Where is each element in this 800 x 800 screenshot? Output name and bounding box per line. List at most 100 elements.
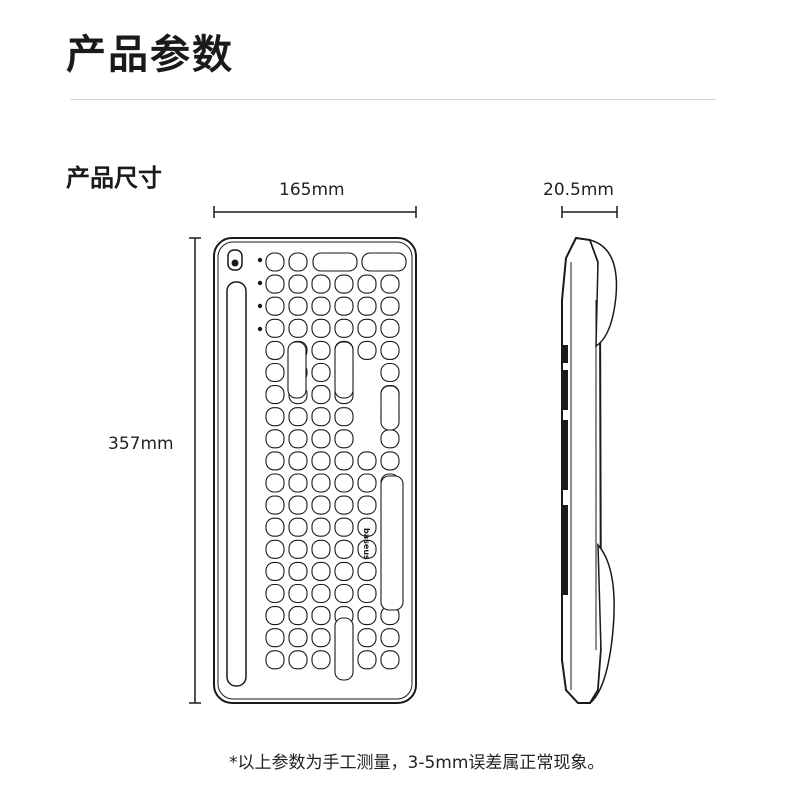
keycap bbox=[311, 296, 331, 316]
keycap bbox=[288, 495, 308, 515]
keycap bbox=[265, 340, 285, 360]
keycap bbox=[311, 385, 331, 405]
brand-logo: baseus bbox=[362, 528, 371, 560]
keycap bbox=[357, 340, 377, 360]
keycap bbox=[334, 495, 354, 515]
keycap bbox=[334, 407, 354, 427]
wide-keys bbox=[287, 252, 407, 681]
keycap bbox=[380, 628, 400, 648]
side-foot-4 bbox=[562, 505, 568, 595]
indicator-light bbox=[257, 303, 263, 309]
keycap bbox=[288, 252, 308, 272]
space-bar bbox=[380, 475, 404, 611]
keycap bbox=[334, 296, 354, 316]
keycap bbox=[380, 451, 400, 471]
keycap bbox=[334, 429, 354, 449]
section-title: 产品尺寸 bbox=[66, 164, 162, 192]
keycap bbox=[265, 628, 285, 648]
keycap bbox=[265, 252, 285, 272]
keycap bbox=[265, 296, 285, 316]
keycap bbox=[265, 583, 285, 604]
keycap bbox=[288, 650, 308, 670]
keycap bbox=[311, 517, 331, 537]
keycap bbox=[357, 561, 377, 581]
keycap bbox=[334, 473, 354, 493]
keycap bbox=[265, 517, 285, 537]
width-dimension-line bbox=[213, 206, 417, 218]
keycap bbox=[357, 539, 377, 559]
keycap bbox=[357, 451, 377, 471]
keycap bbox=[334, 539, 354, 559]
keycap bbox=[357, 606, 377, 626]
keycap bbox=[311, 451, 331, 471]
keycap bbox=[265, 407, 285, 427]
keycap bbox=[311, 318, 331, 338]
width-dimension-label: 165mm bbox=[279, 180, 345, 200]
keycap bbox=[288, 539, 308, 559]
keycap bbox=[357, 473, 377, 493]
page-title: 产品参数 bbox=[66, 32, 234, 78]
indicator-light bbox=[257, 280, 263, 286]
keyboard-front-view: baseus bbox=[213, 237, 417, 704]
keycap bbox=[288, 296, 308, 316]
keycap bbox=[288, 517, 308, 537]
ctrl-key bbox=[380, 385, 400, 431]
indicator-light bbox=[257, 257, 263, 263]
indicator-lights bbox=[257, 257, 263, 332]
keycap bbox=[265, 274, 285, 294]
indicator-light bbox=[257, 326, 263, 332]
keycap bbox=[334, 451, 354, 471]
wide-key-top-2 bbox=[361, 252, 407, 272]
keycap bbox=[380, 274, 400, 294]
height-dimension-line bbox=[189, 237, 201, 704]
keycap bbox=[334, 517, 354, 537]
keycap bbox=[334, 274, 354, 294]
side-foot-1 bbox=[562, 345, 568, 363]
keycap bbox=[357, 318, 377, 338]
keycap bbox=[334, 561, 354, 581]
keycap bbox=[288, 429, 308, 449]
keycap bbox=[357, 274, 377, 294]
keycap bbox=[288, 473, 308, 493]
keycap bbox=[357, 495, 377, 515]
keycap bbox=[380, 340, 400, 360]
keycap bbox=[265, 539, 285, 559]
depth-dimension-line bbox=[561, 206, 618, 218]
keycap bbox=[265, 561, 285, 581]
keycap bbox=[311, 539, 331, 559]
wide-key-top-1 bbox=[312, 252, 358, 272]
keycap bbox=[288, 561, 308, 581]
side-bottom-bump bbox=[589, 542, 615, 704]
keycap bbox=[265, 362, 285, 383]
keycap bbox=[380, 362, 400, 383]
keycap bbox=[265, 606, 285, 626]
keyboard-inner-frame bbox=[217, 241, 413, 700]
keycap bbox=[311, 583, 331, 604]
keycap bbox=[357, 650, 377, 670]
keycap bbox=[288, 451, 308, 471]
keycap bbox=[288, 407, 308, 427]
keycap bbox=[334, 583, 354, 604]
keycap bbox=[311, 429, 331, 449]
keycap bbox=[311, 362, 331, 383]
keycap bbox=[311, 495, 331, 515]
keycap bbox=[311, 473, 331, 493]
keycap bbox=[265, 318, 285, 338]
keycap bbox=[357, 517, 377, 537]
caps-lock-key bbox=[334, 617, 354, 681]
keycap bbox=[380, 318, 400, 338]
keycap bbox=[311, 628, 331, 648]
keycap bbox=[334, 318, 354, 338]
side-top-bump bbox=[588, 238, 618, 348]
keycap bbox=[311, 561, 331, 581]
keycap bbox=[357, 583, 377, 604]
side-foot-2 bbox=[562, 370, 568, 410]
keycap bbox=[265, 385, 285, 405]
keycap bbox=[357, 296, 377, 316]
backspace-key bbox=[287, 341, 307, 399]
keycap bbox=[357, 628, 377, 648]
keycap bbox=[265, 429, 285, 449]
keycap bbox=[380, 650, 400, 670]
keycap bbox=[265, 495, 285, 515]
